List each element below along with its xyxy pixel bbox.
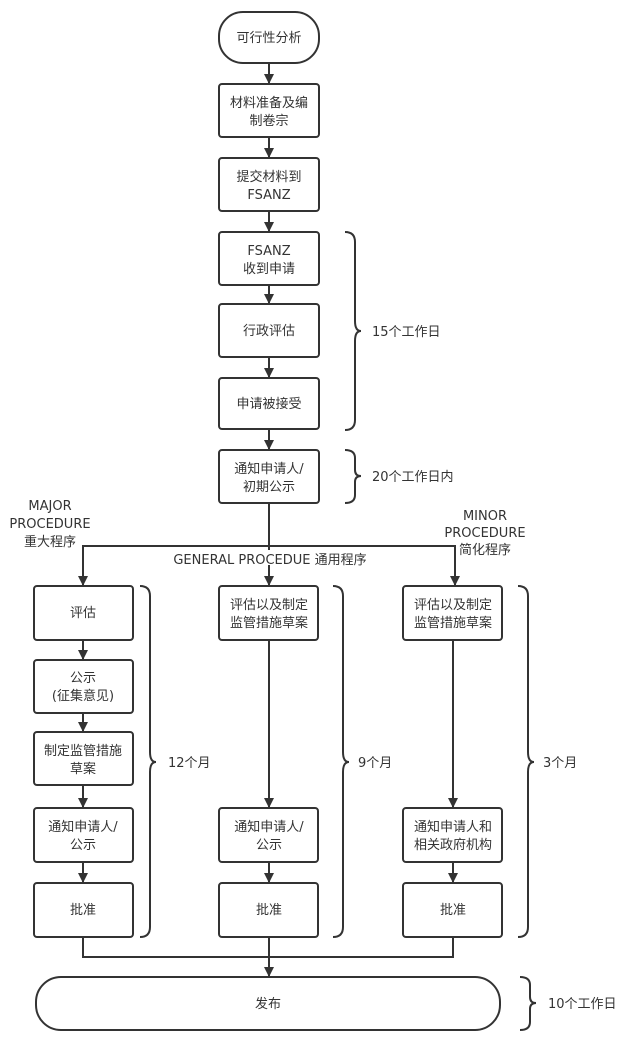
step-text: 制卷宗 [249,113,288,129]
major-step-consult [33,659,134,714]
step-text: 通知申请人和 [414,819,492,835]
step-text: 公示 [70,838,96,853]
step-text: FSANZ [247,188,290,203]
step-text: 评估 [70,606,96,621]
major-procedure-label: MAJOR PROCEDURE 重大程序 [9,499,90,550]
duration-label: 3个月 [543,756,577,771]
step-text: 相关政府机构 [414,838,492,853]
step-text: 提交材料到 [236,169,301,185]
step-text: 行政评估 [243,324,295,339]
brace [332,585,350,938]
step-text: 收到申请 [243,262,295,277]
step-text: 公示 [256,838,282,853]
brace [517,585,535,938]
step-text: 材料准备及编 [230,95,308,111]
general-step-assess [218,585,319,641]
step-text: 批准 [70,903,96,918]
duration-label: 9个月 [358,756,392,771]
step-text: 批准 [256,903,282,918]
step-text: (征集意见) [52,688,114,704]
step-text: 申请被接受 [236,396,301,412]
step-text: 评估以及制定 [230,598,308,613]
step-text: 公示 [70,671,96,686]
label-line: 重大程序 [24,534,76,550]
general-procedure-label: GENERAL PROCEDUE 通用程序 [173,553,366,568]
major-step-notify [33,807,134,863]
step-text: 可行性分析 [236,31,301,46]
label-line: 简化程序 [459,542,511,558]
duration-label: 12个月 [168,756,211,771]
step-text: 监管措施草案 [414,616,492,631]
step-text: 草案 [70,762,96,777]
step-text: 通知申请人/ [234,461,304,477]
label-line: MAJOR [28,499,71,514]
brace [344,449,362,504]
duration-label: 20个工作日内 [372,469,454,485]
step-text: 通知申请人/ [48,819,118,835]
step-text: 监管措施草案 [230,616,308,631]
duration-label: 15个工作日 [372,325,441,340]
minor-step-assess [402,585,503,641]
step-text: 批准 [440,903,466,918]
step-text: 通知申请人/ [234,819,304,835]
brace [344,231,362,431]
brace [139,585,157,938]
minor-procedure-label: MINOR PROCEDURE 简化程序 [444,509,525,558]
step-text: 初期公示 [243,480,295,495]
step-text: 制定监管措施 [44,744,122,759]
brace [519,976,537,1031]
duration-label: 10个工作日 [548,997,617,1012]
general-step-notify [218,807,319,863]
step-text: 发布 [255,996,281,1012]
step-publish [35,976,501,1031]
label-line: PROCEDURE [444,526,525,541]
label-line: PROCEDURE [9,517,90,532]
step-text: FSANZ [247,244,290,259]
label-line: MINOR [463,509,507,524]
minor-step-notify [402,807,503,863]
step-text: 评估以及制定 [414,598,492,613]
